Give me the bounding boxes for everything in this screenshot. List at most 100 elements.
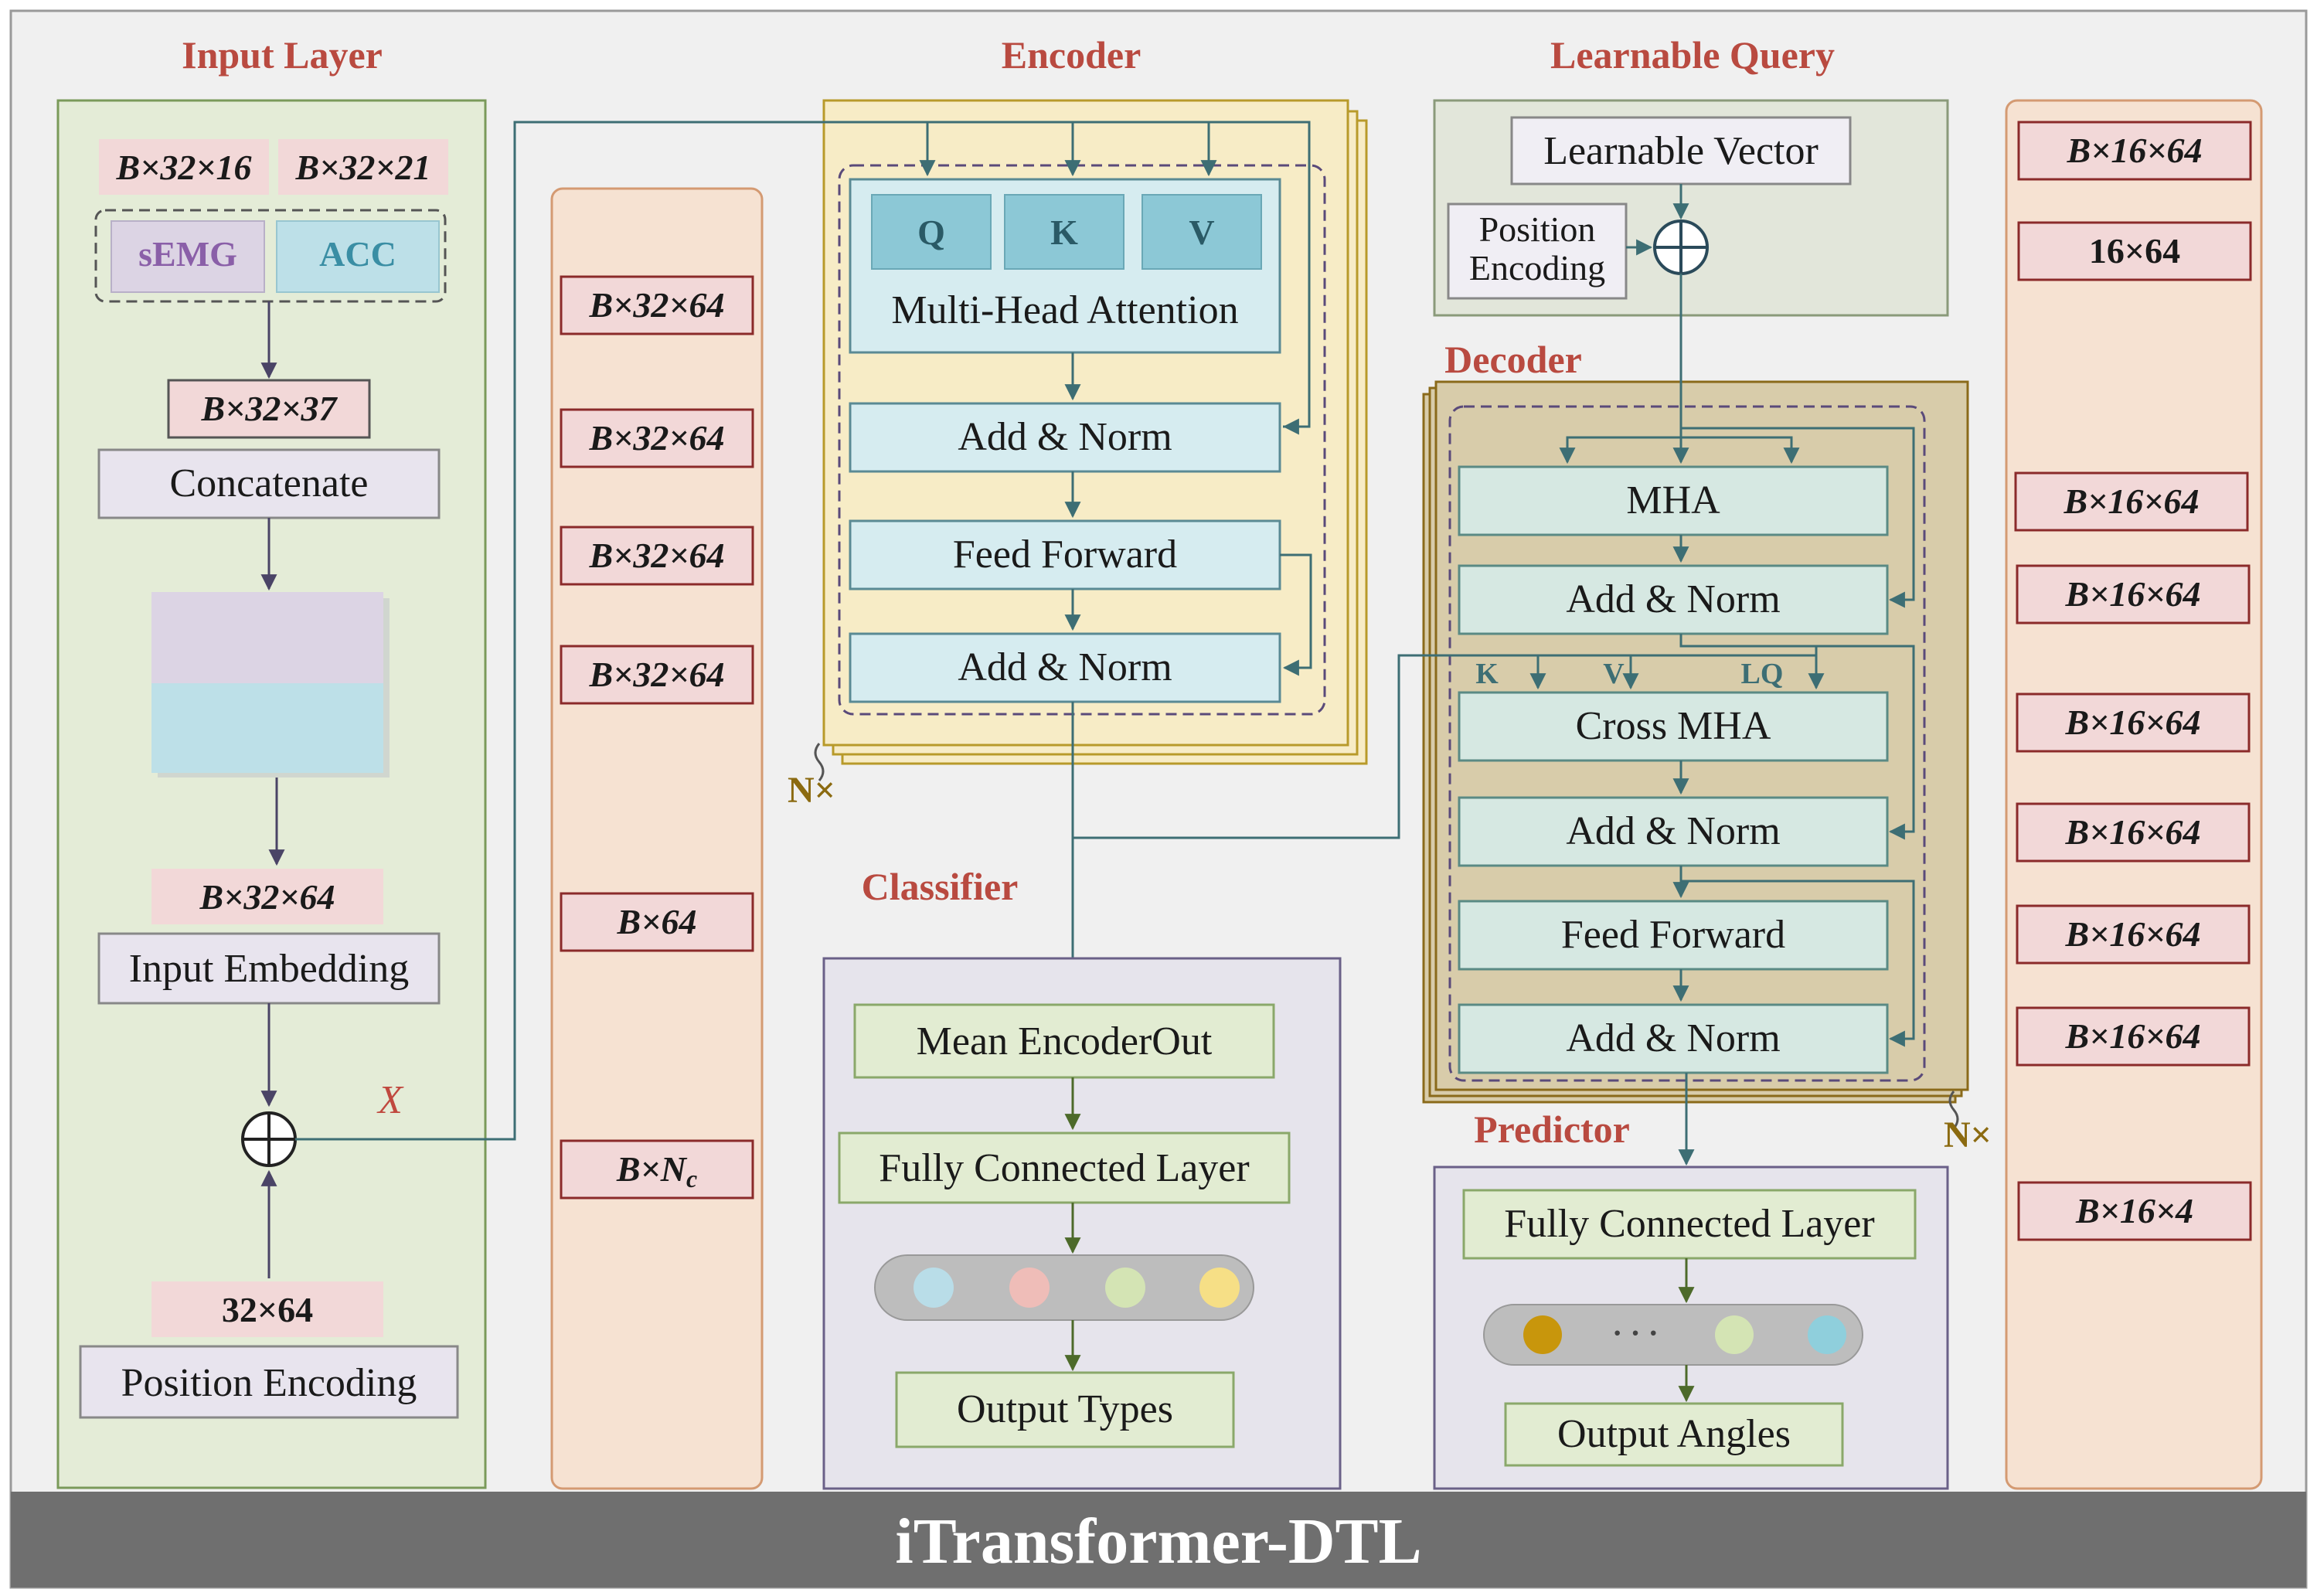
decoder-repeat-label: N× bbox=[1944, 1114, 1992, 1155]
encoder-repeat-squiggle bbox=[814, 743, 825, 781]
learnable-query-heading: Learnable Query bbox=[1550, 33, 1835, 77]
enc-add-norm-2-box bbox=[849, 632, 1281, 703]
dec-dim-badge-5 bbox=[2016, 693, 2251, 753]
output-types-box bbox=[895, 1371, 1235, 1448]
decoder-dashed-outline bbox=[1448, 405, 1926, 1082]
q-label: Q bbox=[917, 213, 945, 252]
learnable-vector-box bbox=[1510, 116, 1852, 185]
cls-neurons bbox=[914, 1268, 1240, 1308]
dec-residual-2 bbox=[1681, 645, 1915, 840]
enc-dim-label-4: B×32×64 bbox=[588, 655, 724, 694]
v-block bbox=[1141, 194, 1262, 270]
encoder-dim-panel bbox=[550, 187, 764, 1490]
dec-feed-forward-label: Feed Forward bbox=[1561, 913, 1785, 957]
cls-neuron-1 bbox=[914, 1268, 954, 1308]
dim-concat-label: B×32×37 bbox=[200, 389, 338, 428]
dim-semg-badge bbox=[99, 139, 269, 195]
input-embedding-box bbox=[97, 932, 441, 1005]
predictor-heading: Predictor bbox=[1474, 1108, 1630, 1151]
k-block bbox=[1004, 194, 1124, 270]
encoder-dashed-outline bbox=[838, 164, 1326, 716]
enc-dim-label-1: B×32×64 bbox=[588, 285, 724, 325]
residual-arrow-2 bbox=[1280, 553, 1312, 676]
dim-acc-label: B×32×21 bbox=[294, 148, 430, 187]
encoder-heading: Encoder bbox=[1002, 33, 1141, 77]
dec-dim-badge-8 bbox=[2016, 1006, 2251, 1067]
acc-block bbox=[276, 220, 440, 293]
dim-acc-badge bbox=[278, 139, 448, 195]
semg-block bbox=[111, 220, 265, 293]
pred-fc-label: Fully Connected Layer bbox=[1504, 1202, 1874, 1246]
dec-add-norm-3-label: Add & Norm bbox=[1566, 1016, 1780, 1060]
semg-label: sEMG bbox=[138, 234, 237, 274]
decoder-dim-column: B×16×64 16×64 B×16×64 B×16×64 B×16×64 B×… bbox=[2005, 99, 2263, 1490]
dec-dim-label-6: B×16×64 bbox=[2064, 812, 2200, 852]
dec-dim-label-2: 16×64 bbox=[2089, 231, 2180, 271]
predictor: Predictor Fully Connected Layer · · · Ou… bbox=[1433, 1108, 1949, 1490]
pred-neuron-dots: · · · bbox=[1612, 1315, 1659, 1350]
v-label: V bbox=[1189, 213, 1214, 252]
enc-dim-label-6: B×Nc bbox=[616, 1149, 697, 1193]
dim-pos-badge bbox=[151, 1281, 383, 1337]
dec-dim-label-3: B×16×64 bbox=[2063, 482, 2199, 521]
pred-neurons bbox=[1523, 1315, 1846, 1354]
input-layer: Input Layer B×32×16 B×32×21 sEMG ACC B×3… bbox=[56, 33, 487, 1489]
enc-dim-badge-4 bbox=[560, 645, 754, 705]
output-angles-label: Output Angles bbox=[1557, 1412, 1791, 1456]
cross-lq-label: LQ bbox=[1741, 658, 1784, 690]
pred-neuron-1 bbox=[1523, 1315, 1562, 1354]
sensor-group-outline bbox=[94, 209, 447, 303]
decoder-dim-panel bbox=[2005, 99, 2263, 1490]
classifier-heading: Classifier bbox=[862, 865, 1019, 908]
pred-fc-box bbox=[1462, 1189, 1917, 1260]
learnable-query: Learnable Query Learnable Vector Positio… bbox=[1433, 33, 1949, 317]
pred-neuron-3 bbox=[1808, 1315, 1846, 1354]
dec-dim-label-1: B×16×64 bbox=[2066, 131, 2202, 170]
dec-dim-label-4: B×16×64 bbox=[2064, 574, 2200, 614]
dec-residual-1 bbox=[1681, 427, 1915, 608]
input-embedding-label: Input Embedding bbox=[129, 947, 410, 991]
cls-neuron-4 bbox=[1199, 1268, 1240, 1308]
decoder: Decoder MHA Add & Norm K V LQ Cross MHA … bbox=[1399, 274, 1992, 1166]
dec-add-norm-3-box bbox=[1458, 1003, 1889, 1074]
dec-dim-badge-7 bbox=[2016, 904, 2251, 965]
dec-add-norm-1-box bbox=[1458, 564, 1889, 635]
enc-dim-label-2: B×32×64 bbox=[588, 418, 724, 458]
concatenate-box bbox=[97, 448, 441, 519]
dim-embed-label: B×32×64 bbox=[199, 877, 335, 917]
input-layer-heading: Input Layer bbox=[182, 33, 383, 77]
mean-encoderout-label: Mean EncoderOut bbox=[917, 1019, 1213, 1063]
output-angles-box bbox=[1504, 1402, 1844, 1467]
embedding-matrix-bottom bbox=[151, 683, 383, 773]
enc-dim-badge-6 bbox=[560, 1139, 754, 1200]
mha-label: Multi-Head Attention bbox=[891, 288, 1238, 332]
encoder-repeat-label: N× bbox=[788, 770, 835, 811]
enc-dim-badge-3 bbox=[560, 526, 754, 586]
cls-neuron-bar bbox=[874, 1254, 1254, 1321]
learnable-vector-label: Learnable Vector bbox=[1543, 129, 1819, 173]
dec-dim-badge-4 bbox=[2016, 564, 2251, 624]
enc-feed-forward-label: Feed Forward bbox=[953, 533, 1177, 577]
enc-add-norm-1-label: Add & Norm bbox=[958, 415, 1172, 459]
q-block bbox=[871, 194, 992, 270]
classifier: Classifier Mean EncoderOut Fully Connect… bbox=[822, 865, 1342, 1490]
dec-dim-label-8: B×16×64 bbox=[2064, 1016, 2200, 1056]
k-label: K bbox=[1050, 213, 1078, 252]
cls-neuron-3 bbox=[1105, 1268, 1145, 1308]
dec-dim-badge-2 bbox=[2017, 221, 2252, 281]
dec-mha-box bbox=[1458, 465, 1889, 536]
dim-embed-badge bbox=[151, 869, 383, 924]
dec-dim-label-7: B×16×64 bbox=[2064, 914, 2200, 954]
dec-add-norm-2-box bbox=[1458, 796, 1889, 867]
dec-add-norm-2-label: Add & Norm bbox=[1566, 809, 1780, 853]
enc-dim-label-5: B×64 bbox=[617, 902, 697, 941]
enc-dim-label-3: B×32×64 bbox=[588, 536, 724, 575]
x-label: X bbox=[376, 1078, 404, 1122]
encoder: Encoder Q K V Multi-Head Attention Add &… bbox=[295, 33, 1606, 1141]
acc-label: ACC bbox=[319, 234, 396, 274]
dec-feed-forward-box bbox=[1458, 900, 1889, 971]
dec-dim-badge-1 bbox=[2017, 121, 2252, 181]
enc-feed-forward-box bbox=[849, 519, 1281, 590]
